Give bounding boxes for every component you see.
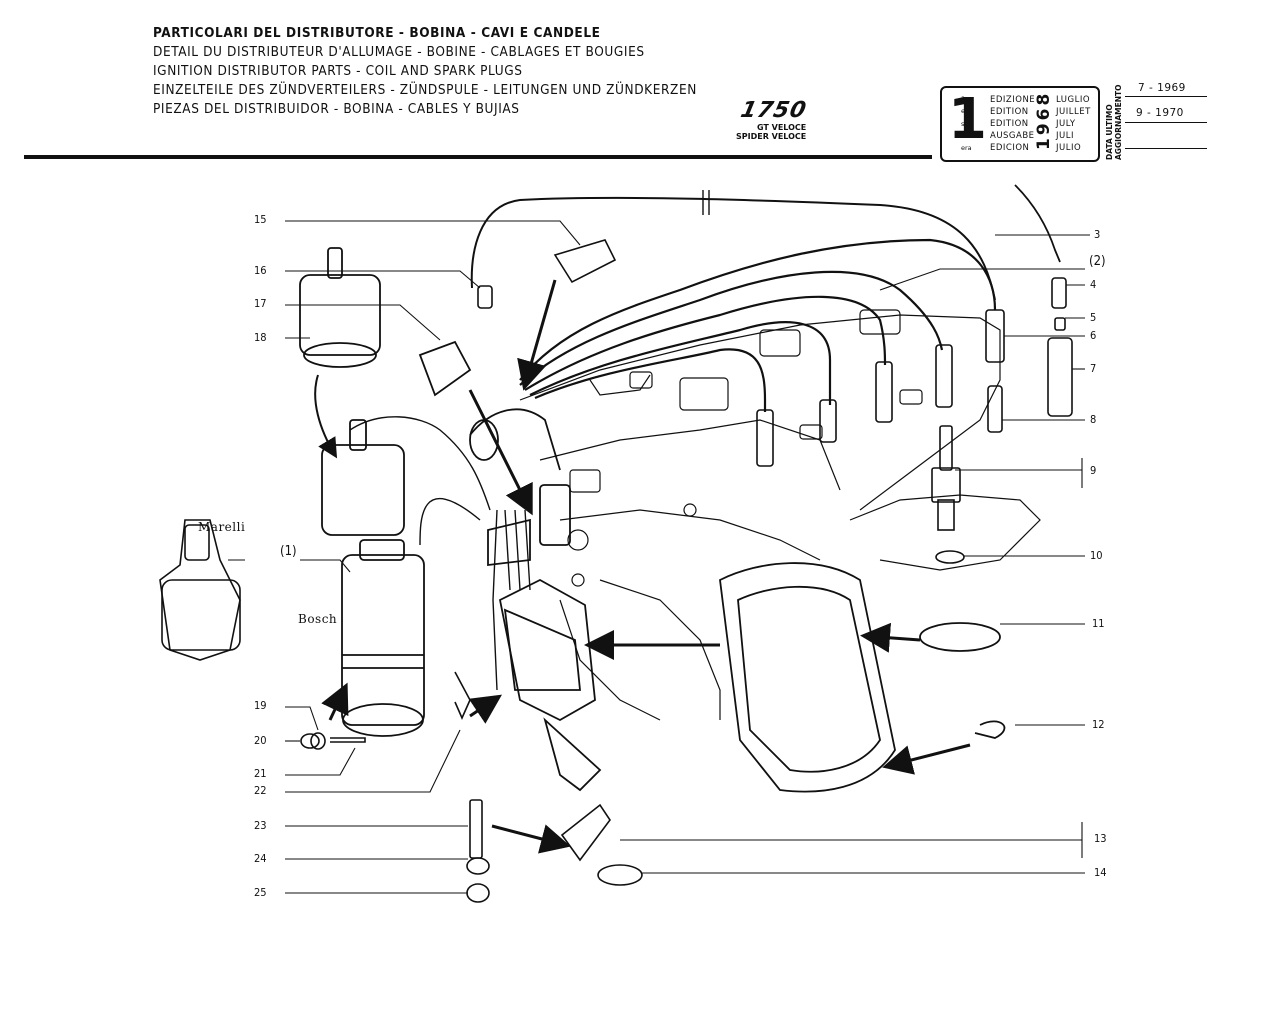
leader-lines	[228, 220, 1090, 894]
title-spanish: PIEZAS DEL DISTRIBUIDOR - BOBINA - CABLE…	[153, 101, 520, 117]
edition-month: LUGLIO	[1056, 95, 1091, 105]
part-number-19: 19	[254, 699, 267, 712]
edition-word: EDITION	[990, 119, 1029, 129]
coil-caps	[299, 247, 472, 536]
update-line	[1125, 148, 1207, 149]
hardware-bottom	[300, 239, 643, 903]
part-number-18: 18	[254, 331, 267, 344]
title-english: IGNITION DISTRIBUTOR PARTS - COIL AND SP…	[153, 63, 523, 79]
part-number-7: 7	[1090, 362, 1097, 375]
part-number-25: 25	[254, 886, 267, 899]
coil-bosch	[341, 539, 425, 737]
dust-shield	[719, 562, 1006, 793]
part-number-16: 16	[254, 264, 267, 277]
update-date: 7 - 1969	[1138, 82, 1186, 94]
part-number-24: 24	[254, 852, 267, 865]
page-title-block: PARTICOLARI DEL DISTRIBUTORE - BOBINA - …	[153, 24, 697, 119]
model-variant-spider: SPIDER VELOCE	[736, 132, 807, 141]
part-number-8: 8	[1090, 413, 1097, 426]
ref-1: (1)	[280, 544, 297, 559]
part-number-22: 22	[254, 784, 267, 797]
part-number-9: 9	[1090, 464, 1097, 477]
edition-word: AUSGABE	[990, 131, 1035, 141]
label-marelli: Marelli	[198, 520, 246, 534]
part-number-5: 5	[1090, 311, 1097, 324]
part-number-12: 12	[1092, 718, 1105, 731]
distributor-wires	[349, 416, 531, 691]
part-number-11: 11	[1092, 617, 1105, 630]
title-italian: PARTICOLARI DEL DISTRIBUTORE - BOBINA - …	[153, 25, 601, 41]
part-number-4: 4	[1090, 278, 1097, 291]
update-line	[1125, 122, 1207, 123]
part-number-14: 14	[1094, 866, 1107, 879]
engine-block	[519, 309, 1041, 721]
update-line	[1125, 96, 1207, 97]
part-number-23: 23	[254, 819, 267, 832]
edition-months: LUGLIO JUILLET JULY JULI JULIO	[1056, 94, 1091, 154]
edition-month: JUILLET	[1056, 107, 1091, 117]
update-date: 9 - 1970	[1136, 107, 1184, 119]
part-number-6: 6	[1090, 329, 1097, 342]
model-variant-gt: GT VELOCE	[756, 123, 807, 132]
edition-month: JULY	[1056, 119, 1076, 129]
edition-word: EDITION	[990, 107, 1029, 117]
edition-month: JULIO	[1056, 143, 1082, 153]
edition-suffix: st	[961, 120, 967, 128]
small-parts-right	[931, 277, 1073, 564]
model-badge: 1750 GT VELOCE SPIDER VELOCE	[736, 98, 809, 141]
edition-month: JULI	[1056, 131, 1074, 141]
coil-marelli	[159, 519, 241, 661]
part-number-13: 13	[1094, 832, 1107, 845]
ht-leads	[470, 184, 1061, 412]
edition-word: EDIZIONE	[990, 95, 1036, 105]
part-number-3: 3	[1094, 228, 1101, 241]
part-number-17: 17	[254, 297, 267, 310]
part-number-21: 21	[254, 767, 267, 780]
edition-suffix: .	[961, 132, 964, 140]
title-french: DETAIL DU DISTRIBUTEUR D'ALLUMAGE - BOBI…	[153, 44, 645, 60]
edition-number: 1	[948, 87, 987, 152]
edition-suffix: ere	[961, 107, 972, 115]
edition-suffix: a	[961, 94, 965, 102]
edition-suffix: era	[961, 144, 972, 152]
ref-2: (2)	[1089, 254, 1106, 269]
edition-words: EDIZIONE EDITION EDITION AUSGABE EDICION	[990, 94, 1035, 154]
title-german: EINZELTEILE DES ZÜNDVERTEILERS - ZÜNDSPU…	[153, 82, 697, 98]
edition-word: EDICION	[990, 143, 1030, 153]
edition-box: 1 a ere st . era EDIZIONE EDITION EDITIO…	[940, 86, 1100, 162]
label-bosch: Bosch	[298, 612, 338, 626]
part-number-20: 20	[254, 734, 267, 747]
header-rule	[24, 155, 932, 159]
distributor	[469, 408, 602, 792]
part-number-15: 15	[254, 213, 267, 226]
part-number-10: 10	[1090, 549, 1103, 562]
assembly-arrows	[314, 279, 971, 854]
